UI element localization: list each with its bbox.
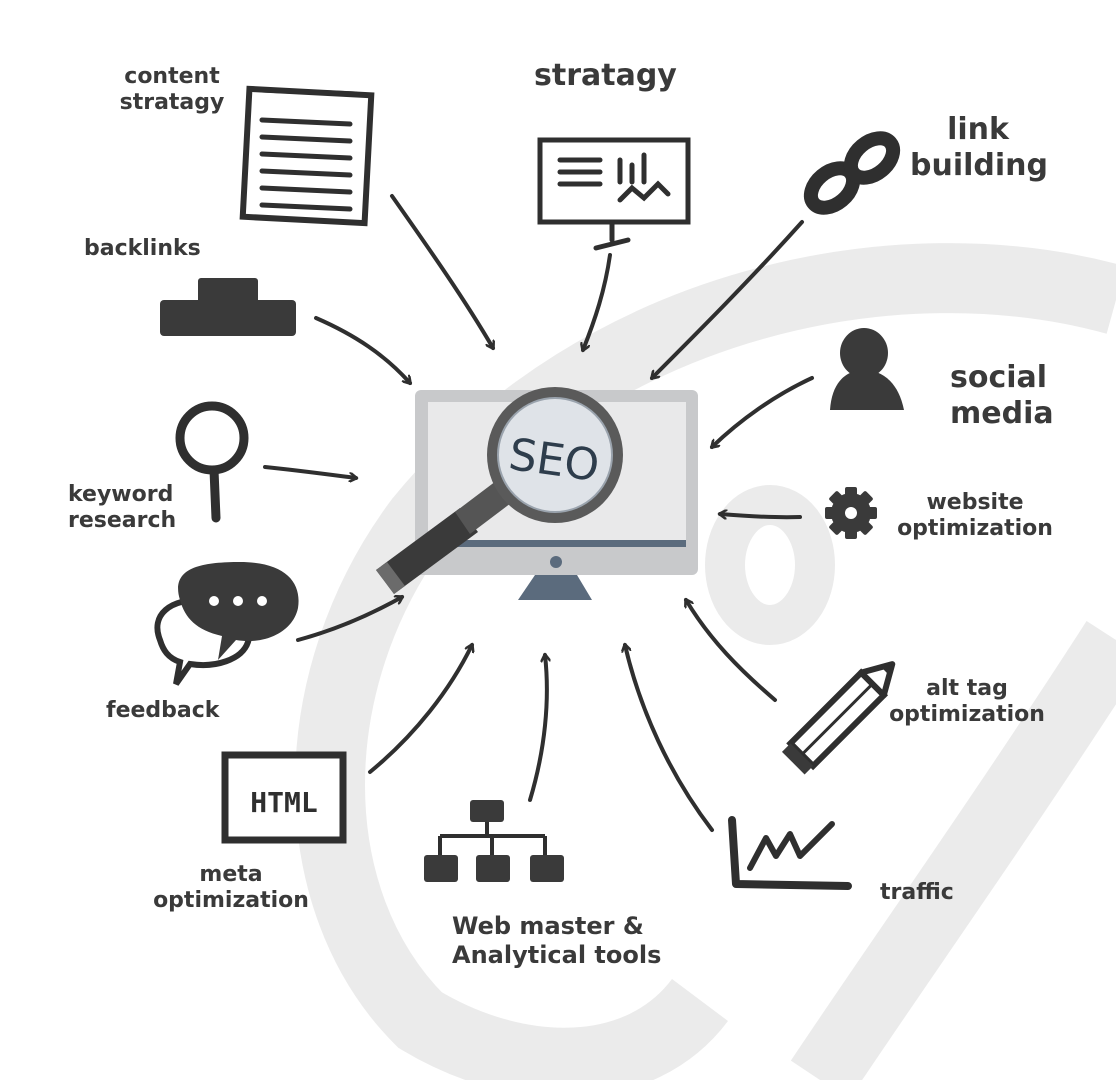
arrow-content-strategy xyxy=(392,196,493,348)
label-meta-optimization: meta optimization xyxy=(148,862,314,915)
label-link-building: link building xyxy=(910,112,1046,184)
label-feedback: feedback xyxy=(106,698,219,724)
arrow-social-media xyxy=(712,378,812,447)
traffic-chart-icon xyxy=(732,820,848,886)
label-keyword-research: keyword research xyxy=(68,482,176,535)
chain-link-icon xyxy=(803,130,900,215)
label-website-optimization: website optimization xyxy=(892,490,1058,543)
gear-icon xyxy=(825,487,877,539)
html-icon-text: HTML xyxy=(250,786,317,819)
label-strategy: stratagy xyxy=(534,58,677,94)
arrow-keyword-research xyxy=(265,467,356,478)
label-web-master: Web master & Analytical tools xyxy=(452,912,661,970)
label-alt-tag-optimization: alt tag optimization xyxy=(884,676,1050,729)
arrow-traffic xyxy=(625,645,712,830)
person-icon xyxy=(830,328,904,410)
key-icon xyxy=(180,406,244,518)
arrow-meta-optimization xyxy=(370,645,472,772)
arrow-backlinks xyxy=(316,318,410,383)
label-traffic: traffic xyxy=(880,880,954,906)
label-content-strategy: content stratagy xyxy=(117,64,227,117)
label-social-media: social media xyxy=(950,360,1054,432)
blocks-icon xyxy=(160,278,296,336)
presentation-board-icon xyxy=(540,140,688,248)
label-backlinks: backlinks xyxy=(84,236,201,262)
notepad-icon xyxy=(243,89,372,223)
arrow-web-master xyxy=(530,655,547,800)
org-chart-icon xyxy=(424,800,564,882)
speech-bubbles-icon xyxy=(157,562,298,684)
